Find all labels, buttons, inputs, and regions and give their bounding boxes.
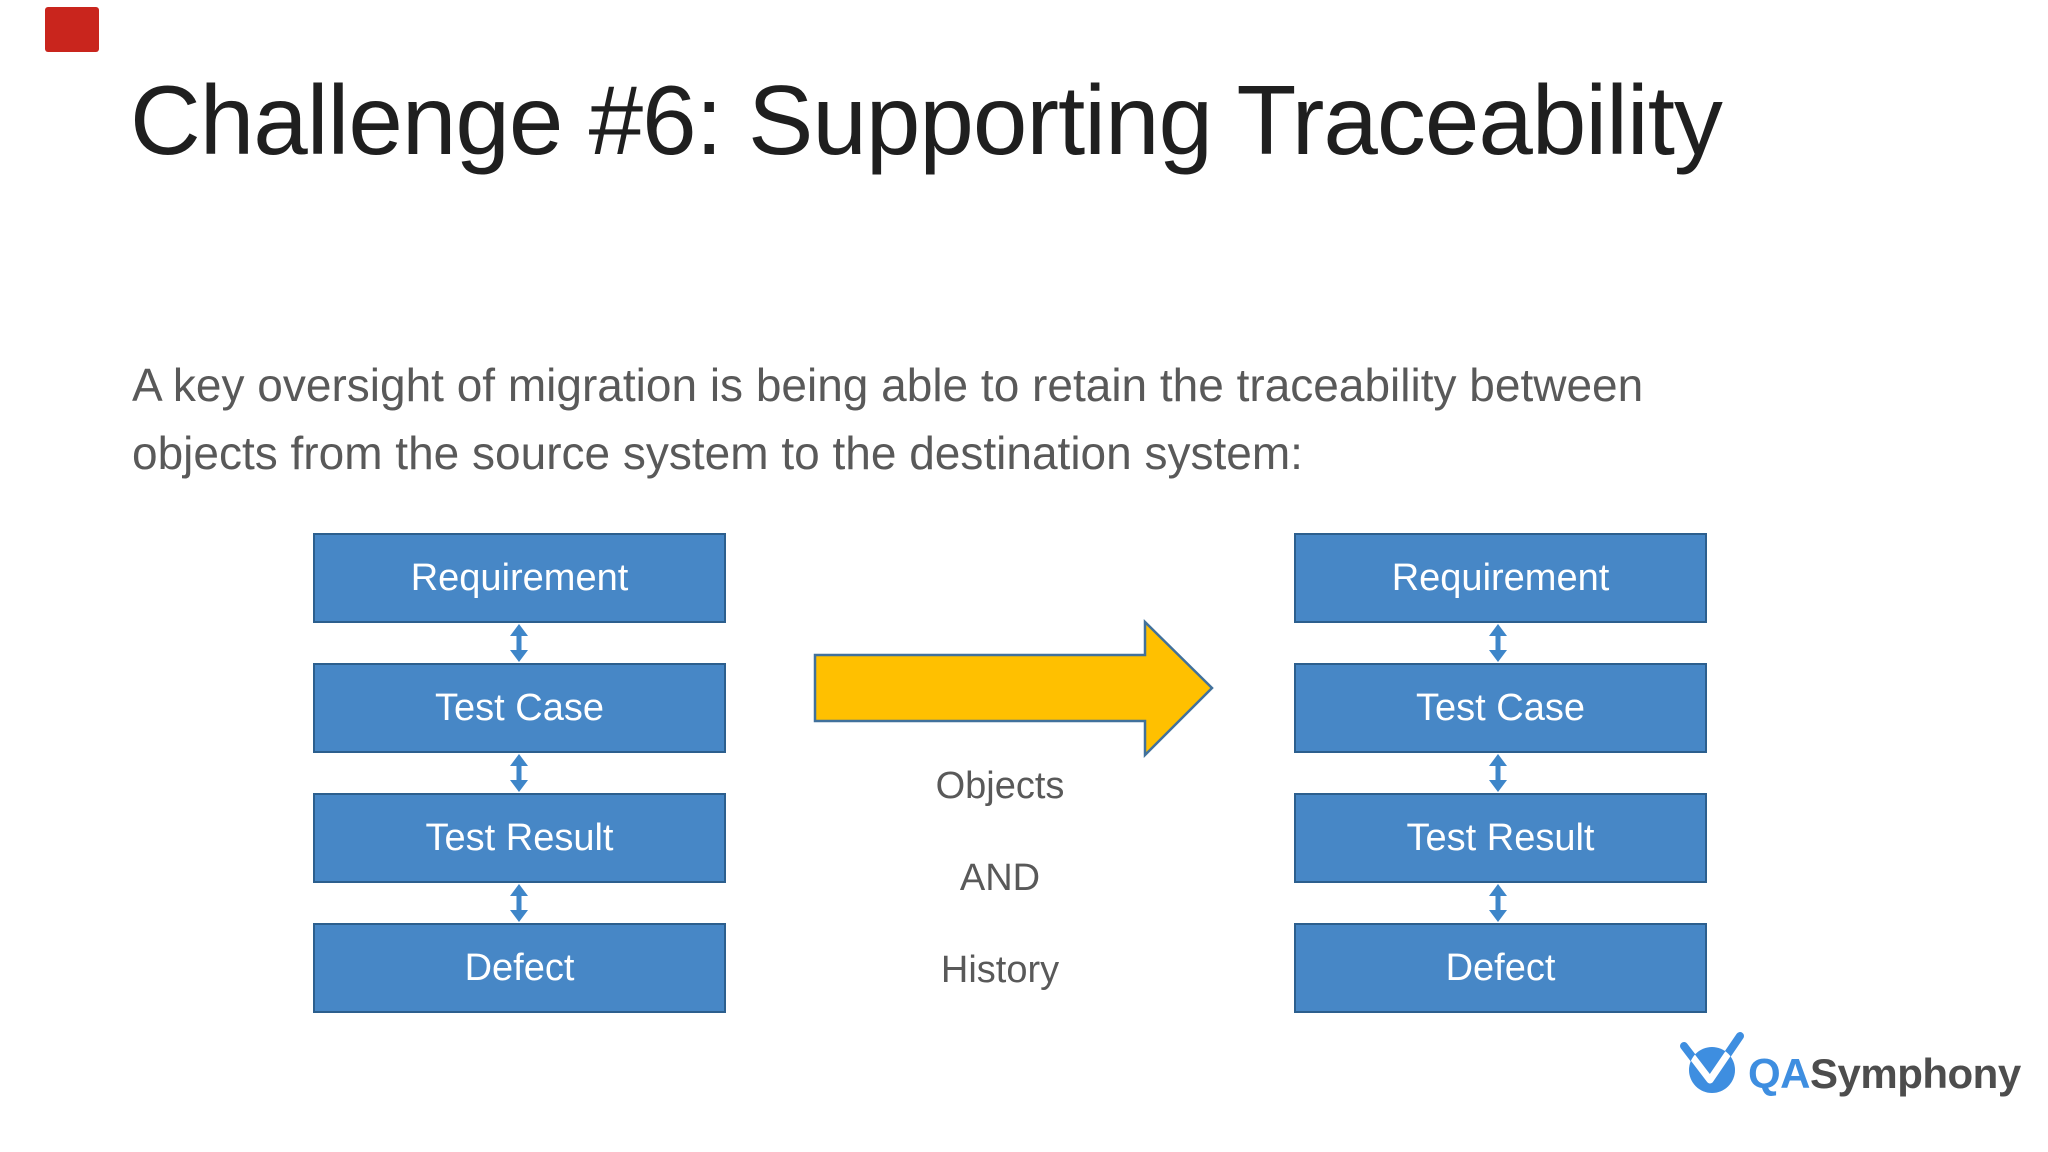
migration-right-arrow-icon <box>813 619 1214 759</box>
slide-body: A key oversight of migration is being ab… <box>132 352 1643 487</box>
middle-label-and: AND <box>959 857 1041 899</box>
destination-box-requirement-label: Requirement <box>1391 556 1610 599</box>
middle-label-objects: Objects <box>935 765 1065 807</box>
destination-link-arrow-icon <box>1489 754 1507 792</box>
source-box-test-case: Test Case <box>313 663 726 753</box>
source-box-defect: Defect <box>313 923 726 1013</box>
destination-link-arrow-icon <box>1489 884 1507 922</box>
destination-box-test-case-label: Test Case <box>1416 686 1585 729</box>
source-link-arrow-icon <box>510 884 528 922</box>
qasymphony-logo-text: QASymphony <box>1748 1050 2021 1098</box>
source-box-test-result: Test Result <box>313 793 726 883</box>
middle-label-history: History <box>940 949 1060 991</box>
source-box-requirement-label: Requirement <box>410 556 629 599</box>
body-line-1: A key oversight of migration is being ab… <box>132 359 1644 411</box>
destination-box-defect: Defect <box>1294 923 1707 1013</box>
logo-text-qa: QA <box>1748 1050 1811 1097</box>
qasymphony-logo: QASymphony <box>1676 1028 2021 1108</box>
source-box-requirement: Requirement <box>313 533 726 623</box>
destination-box-requirement: Requirement <box>1294 533 1707 623</box>
source-box-defect-label: Defect <box>464 946 575 989</box>
source-box-test-case-label: Test Case <box>435 686 604 729</box>
destination-box-test-case: Test Case <box>1294 663 1707 753</box>
logo-text-symphony: Symphony <box>1810 1050 2021 1097</box>
source-box-test-result-label: Test Result <box>425 816 614 859</box>
body-line-2: objects from the source system to the de… <box>132 426 1303 479</box>
source-link-arrow-icon <box>510 624 528 662</box>
qasymphony-logo-icon <box>1680 1032 1744 1093</box>
slide-title: Challenge #6: Supporting Traceability <box>130 65 1723 175</box>
destination-box-test-result: Test Result <box>1294 793 1707 883</box>
destination-box-defect-label: Defect <box>1445 946 1556 989</box>
destination-box-test-result-label: Test Result <box>1406 816 1595 859</box>
source-link-arrow-icon <box>510 754 528 792</box>
red-badge <box>45 7 99 52</box>
destination-link-arrow-icon <box>1489 624 1507 662</box>
